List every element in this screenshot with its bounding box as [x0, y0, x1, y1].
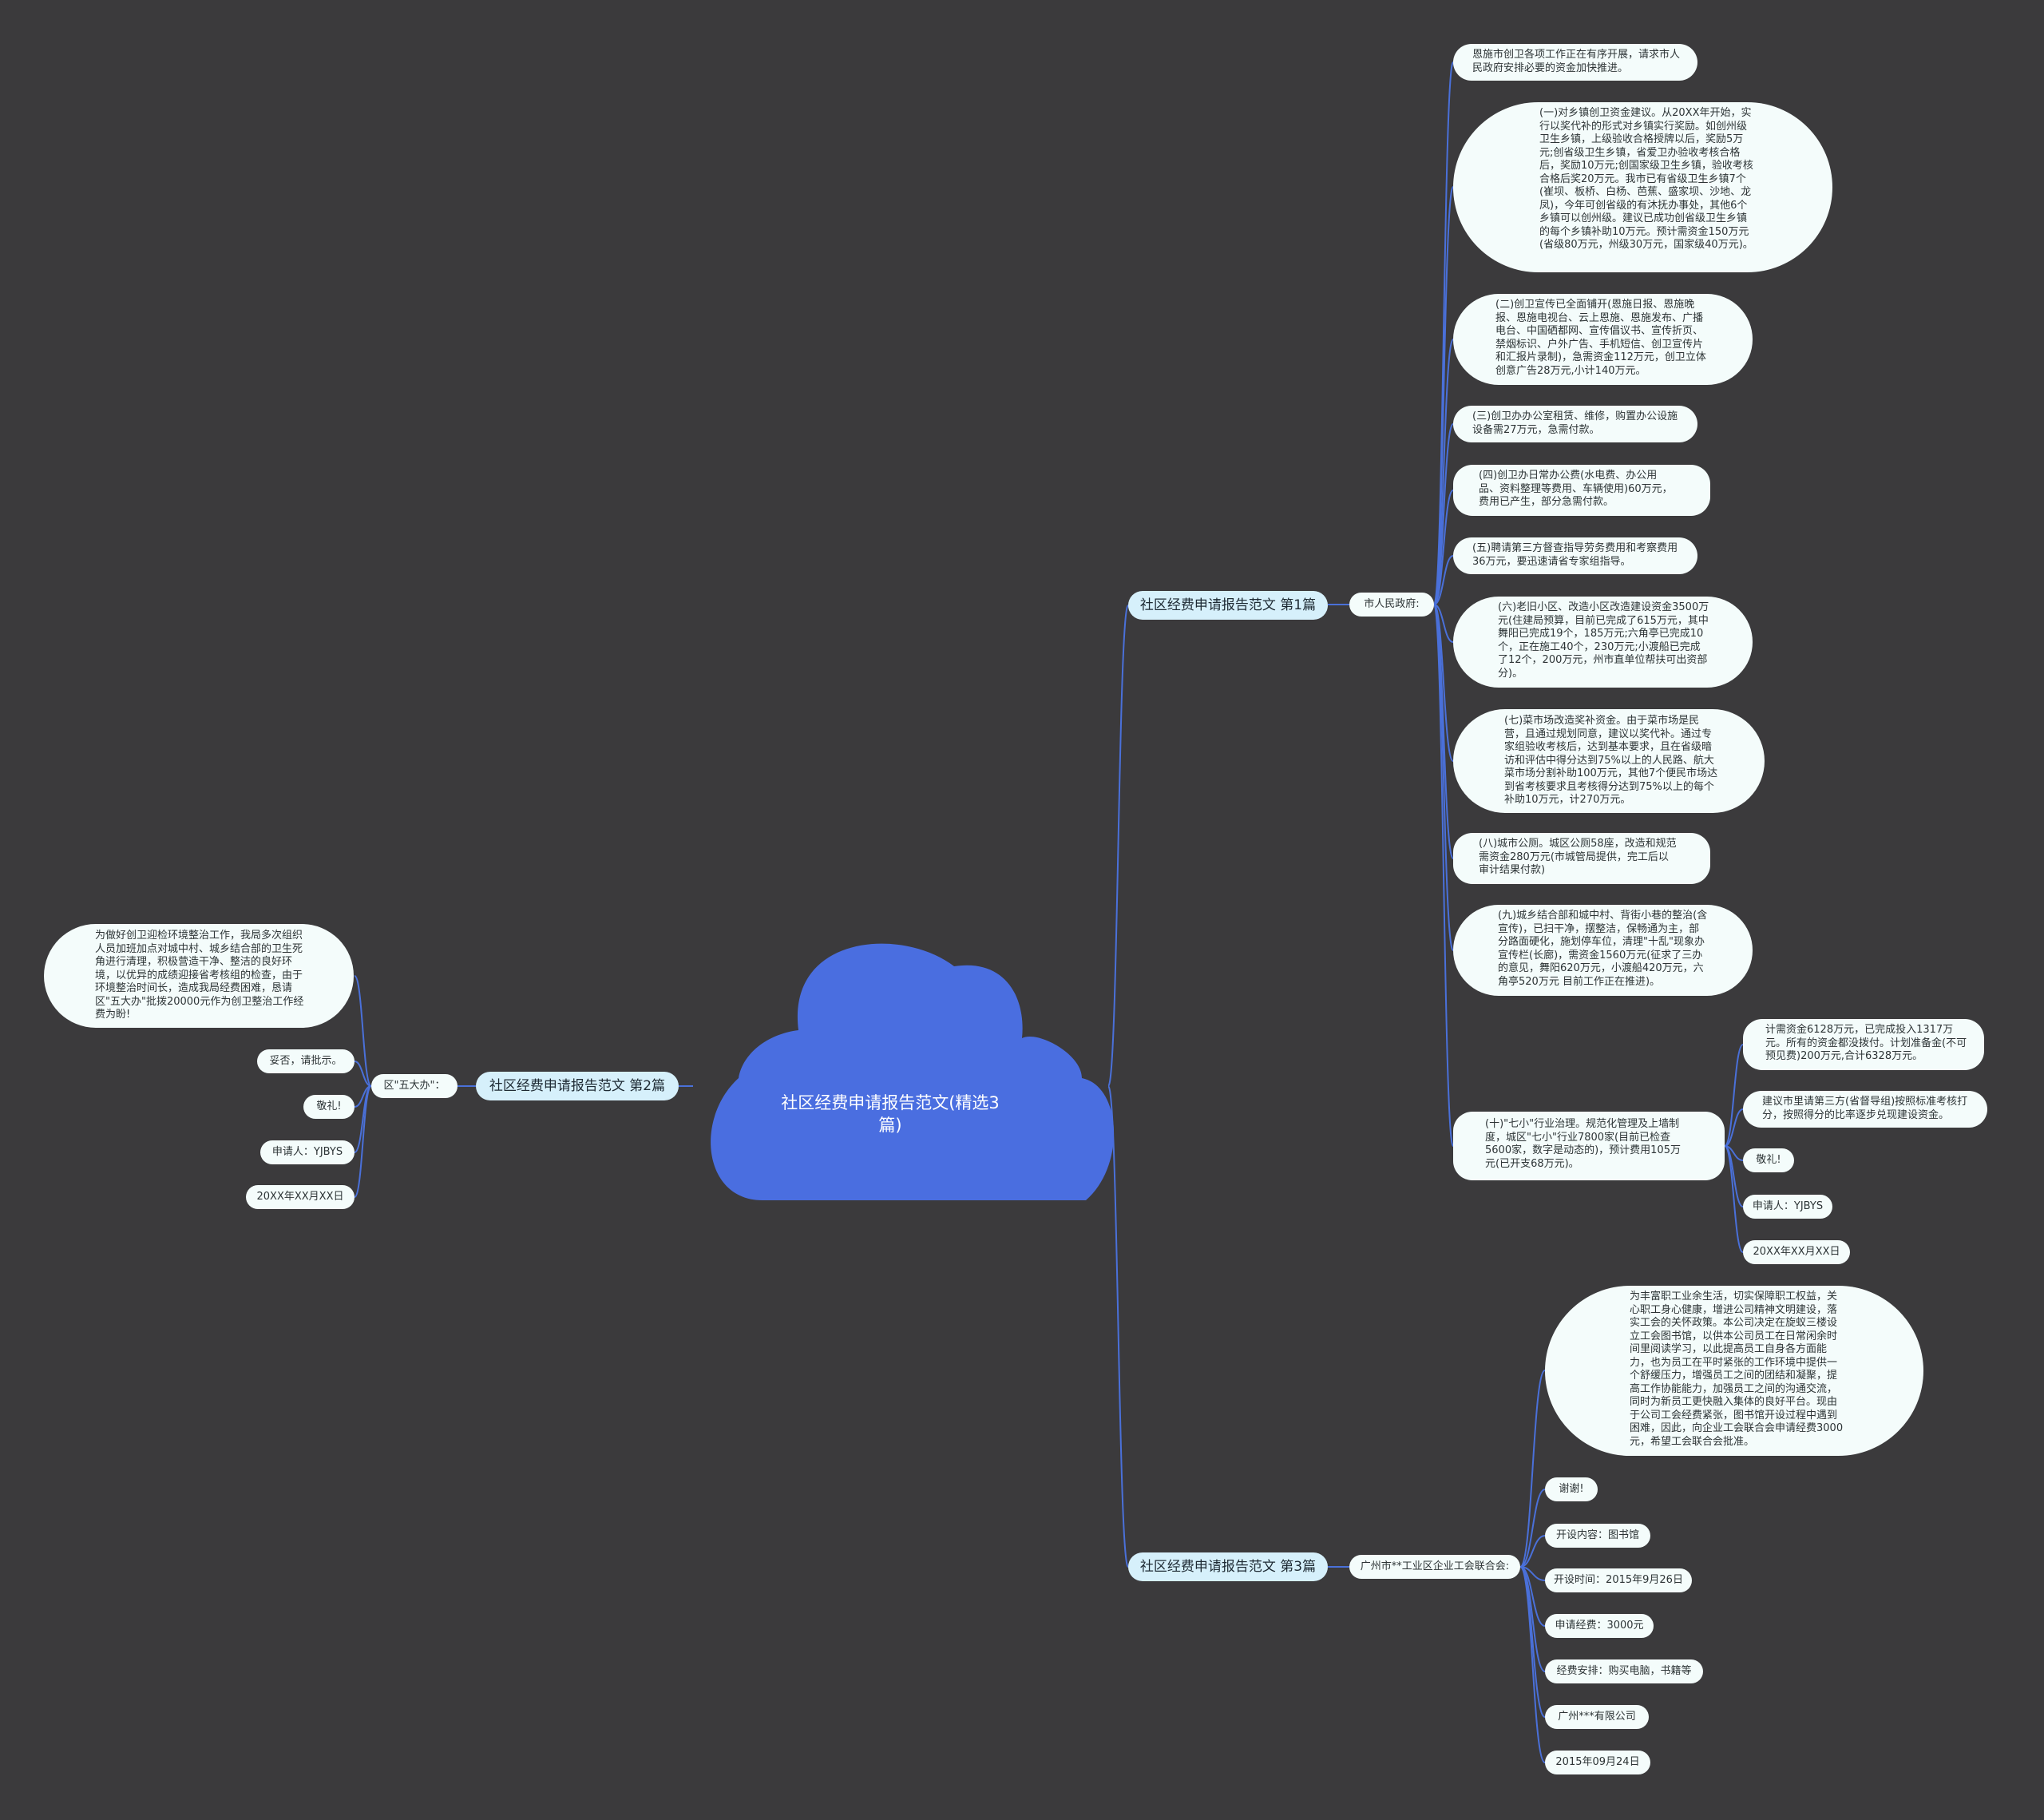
branch-3-label: 社区经费申请报告范文 第3篇 — [1139, 1558, 1317, 1575]
b3-item-0[interactable]: 为丰富职工业余生活，切实保障职工权益，关心职工身心健康，增进公司精神文明建设，落… — [1545, 1286, 1923, 1456]
b2-item-3[interactable]: 申请人：YJBYS — [260, 1140, 355, 1164]
b3-item-6-text: 广州***有限公司 — [1558, 1710, 1636, 1723]
center-cloud-shape[interactable] — [711, 943, 1115, 1200]
b1-item-7-text: (七)菜市场改造奖补资金。由于菜市场是民营，且通过规划同意，建议以奖代补。通过专… — [1504, 715, 1718, 806]
branch-2-sub[interactable]: 区"五大办"： — [371, 1074, 458, 1098]
b1-item-8-text: (八)城市公厕。城区公厕58座，改造和规范需资金280万元(市城管局提供，完工后… — [1479, 838, 1677, 876]
b1-item-6[interactable]: (六)老旧小区、改造小区改造建设资金3500万元(住建局预算，目前已完成了615… — [1453, 597, 1753, 688]
b1-item-5-text: (五)聘请第三方督查指导劳务费用和考察费用36万元，要迅速请省专家组指导。 — [1472, 542, 1678, 568]
branch-1-sub-label: 市人民政府: — [1364, 597, 1420, 610]
branch-3-sub-label: 广州市**工业区企业工会联合会: — [1360, 1560, 1510, 1572]
b2-item-0[interactable]: 为做好创卫迎检环境整治工作，我局多次组织人员加班加点对城中村、城乡结合部的卫生死… — [44, 924, 354, 1028]
link-b2-item-4 — [354, 1085, 372, 1198]
branch-3-sub[interactable]: 广州市**工业区企业工会联合会: — [1349, 1555, 1520, 1579]
b3-item-1-text: 谢谢! — [1559, 1482, 1584, 1495]
link-b3-item-2 — [1519, 1535, 1546, 1568]
b1-item-5[interactable]: (五)聘请第三方督查指导劳务费用和考察费用36万元，要迅速请省专家组指导。 — [1453, 537, 1697, 574]
b1-item-10-text: (十)"七小"行业治理。规范化管理及上墙制度，城区"七小"行业7800家(目前已… — [1485, 1118, 1681, 1170]
b2-item-1-text: 妥否，请批示。 — [269, 1054, 343, 1067]
b1-item-2-text: (二)创卫宣传已全面铺开(恩施日报、恩施晚报、恩施电视台、云上恩施、恩施发布、广… — [1495, 299, 1706, 377]
b2-item-2[interactable]: 敬礼! — [303, 1095, 355, 1119]
b3-item-4[interactable]: 申请经费：3000元 — [1545, 1614, 1654, 1638]
b3-item-5[interactable]: 经费安排：购买电脑，书籍等 — [1545, 1659, 1703, 1683]
link-b1-item-9 — [1433, 604, 1454, 951]
b1-item-1-text: (一)对乡镇创卫资金建议。从20XX年开始，实行以奖代补的形式对乡镇实行奖励。如… — [1539, 107, 1753, 251]
link-b1-item-4 — [1433, 490, 1454, 605]
b2-item-0-text: 为做好创卫迎检环境整治工作，我局多次组织人员加班加点对城中村、城乡结合部的卫生死… — [95, 930, 304, 1021]
b1-subitem-3-text: 申请人：YJBYS — [1752, 1199, 1824, 1212]
link-b1-subitem-0 — [1724, 1044, 1744, 1147]
b2-item-4-text: 20XX年XX月XX日 — [256, 1190, 344, 1203]
b3-item-2[interactable]: 开设内容：图书馆 — [1545, 1524, 1650, 1548]
branch-2-sub-label: 区"五大办"： — [383, 1079, 446, 1092]
link-b1-item-8 — [1433, 604, 1454, 859]
link-b3-item-0 — [1519, 1370, 1546, 1568]
link-b1-item-6 — [1433, 604, 1454, 643]
b3-item-0-text: 为丰富职工业余生活，切实保障职工权益，关心职工身心健康，增进公司精神文明建设，落… — [1630, 1291, 1844, 1448]
b1-item-2[interactable]: (二)创卫宣传已全面铺开(恩施日报、恩施晚报、恩施电视台、云上恩施、恩施发布、广… — [1453, 294, 1753, 385]
connector-lines — [354, 61, 1744, 1763]
b2-item-2-text: 敬礼! — [316, 1100, 342, 1112]
b1-item-3[interactable]: (三)创卫办办公室租赁、维修，购置办公设施设备需27万元，急需付款。 — [1453, 406, 1697, 442]
b1-subitem-0[interactable]: 计需资金6128万元，已完成投入1317万元。所有的资金都没拨付。计划准备金(不… — [1743, 1019, 1984, 1070]
link-b1-subitem-1 — [1724, 1108, 1744, 1147]
b3-item-6[interactable]: 广州***有限公司 — [1545, 1705, 1649, 1729]
link-b1-subitem-4 — [1724, 1145, 1744, 1253]
b1-item-0-text: 恩施市创卫各项工作正在有序开展，请求市人民政府安排必要的资金加快推进。 — [1472, 49, 1681, 74]
center-topic[interactable]: 社区经费申请报告范文(精选3篇) — [778, 1092, 1002, 1136]
b3-item-1[interactable]: 谢谢! — [1545, 1477, 1598, 1501]
b1-subitem-3[interactable]: 申请人：YJBYS — [1743, 1195, 1832, 1219]
b3-item-7-text: 2015年09月24日 — [1555, 1755, 1640, 1768]
b3-item-3-text: 开设时间：2015年9月26日 — [1554, 1573, 1683, 1586]
center-topic-label: 社区经费申请报告范文(精选3篇) — [781, 1093, 1000, 1135]
link-b1-item-10 — [1433, 604, 1454, 1147]
branch-3[interactable]: 社区经费申请报告范文 第3篇 — [1128, 1552, 1328, 1581]
b1-item-4-text: (四)创卫办日常办公费(水电费、办公用品、资料整理等费用、车辆使用)60万元，费… — [1479, 470, 1673, 508]
b1-item-10[interactable]: (十)"七小"行业治理。规范化管理及上墙制度，城区"七小"行业7800家(目前已… — [1453, 1112, 1725, 1180]
b3-item-4-text: 申请经费：3000元 — [1555, 1619, 1644, 1632]
branch-1[interactable]: 社区经费申请报告范文 第1篇 — [1128, 591, 1328, 620]
b1-item-4[interactable]: (四)创卫办日常办公费(水电费、办公用品、资料整理等费用、车辆使用)60万元，费… — [1453, 465, 1710, 516]
b1-subitem-4-text: 20XX年XX月XX日 — [1753, 1245, 1840, 1258]
b3-item-7[interactable]: 2015年09月24日 — [1545, 1751, 1650, 1774]
b1-subitem-1[interactable]: 建议市里请第三方(省督导组)按照标准考核打分，按照得分的比率逐步兑现建设资金。 — [1743, 1091, 1987, 1128]
b1-subitem-4[interactable]: 20XX年XX月XX日 — [1743, 1240, 1850, 1264]
b3-item-5-text: 经费安排：购买电脑，书籍等 — [1556, 1664, 1692, 1677]
b1-subitem-2[interactable]: 敬礼! — [1743, 1148, 1794, 1172]
branch-1-sub[interactable]: 市人民政府: — [1349, 593, 1434, 617]
b1-item-7[interactable]: (七)菜市场改造奖补资金。由于菜市场是民营，且通过规划同意，建议以奖代补。通过专… — [1453, 709, 1765, 813]
branch-2-label: 社区经费申请报告范文 第2篇 — [489, 1077, 666, 1094]
b1-item-1[interactable]: (一)对乡镇创卫资金建议。从20XX年开始，实行以奖代补的形式对乡镇实行奖励。如… — [1453, 102, 1832, 272]
b1-item-9[interactable]: (九)城乡结合部和城中村、背街小巷的整治(含宣传)，已扫干净，摆整洁，保畅通为主… — [1453, 905, 1753, 996]
link-b2-item-1 — [354, 1061, 372, 1087]
b1-item-3-text: (三)创卫办办公室租赁、维修，购置办公设施设备需27万元，急需付款。 — [1472, 410, 1678, 436]
b1-subitem-0-text: 计需资金6128万元，已完成投入1317万元。所有的资金都没拨付。计划准备金(不… — [1765, 1024, 1967, 1062]
link-b3-item-6 — [1519, 1566, 1546, 1718]
b1-item-8[interactable]: (八)城市公厕。城区公厕58座，改造和规范需资金280万元(市城管局提供，完工后… — [1453, 833, 1710, 884]
b1-item-0[interactable]: 恩施市创卫各项工作正在有序开展，请求市人民政府安排必要的资金加快推进。 — [1453, 44, 1697, 81]
link-b2-item-0 — [354, 975, 372, 1087]
b1-subitem-2-text: 敬礼! — [1756, 1153, 1781, 1166]
link-b1-item-5 — [1433, 555, 1454, 605]
link-b3-item-7 — [1519, 1566, 1546, 1763]
b3-item-3[interactable]: 开设时间：2015年9月26日 — [1545, 1568, 1692, 1592]
b1-item-9-text: (九)城乡结合部和城中村、背街小巷的整治(含宣传)，已扫干净，摆整洁，保畅通为主… — [1498, 910, 1708, 988]
b2-item-4[interactable]: 20XX年XX月XX日 — [246, 1185, 355, 1209]
branch-1-label: 社区经费申请报告范文 第1篇 — [1139, 597, 1317, 613]
b1-subitem-1-text: 建议市里请第三方(省督导组)按照标准考核打分，按照得分的比率逐步兑现建设资金。 — [1762, 1096, 1968, 1121]
link-b3-item-1 — [1519, 1489, 1546, 1568]
b2-item-1[interactable]: 妥否，请批示。 — [257, 1049, 355, 1073]
b3-item-2-text: 开设内容：图书馆 — [1555, 1529, 1639, 1541]
branch-2[interactable]: 社区经费申请报告范文 第2篇 — [476, 1072, 679, 1100]
b2-item-3-text: 申请人：YJBYS — [271, 1145, 343, 1158]
b1-item-6-text: (六)老旧小区、改造小区改造建设资金3500万元(住建局预算，目前已完成了615… — [1498, 601, 1709, 680]
link-center-b1 — [1107, 605, 1129, 1087]
link-b1-item-1 — [1433, 186, 1454, 605]
link-center-b3 — [1107, 1085, 1129, 1568]
